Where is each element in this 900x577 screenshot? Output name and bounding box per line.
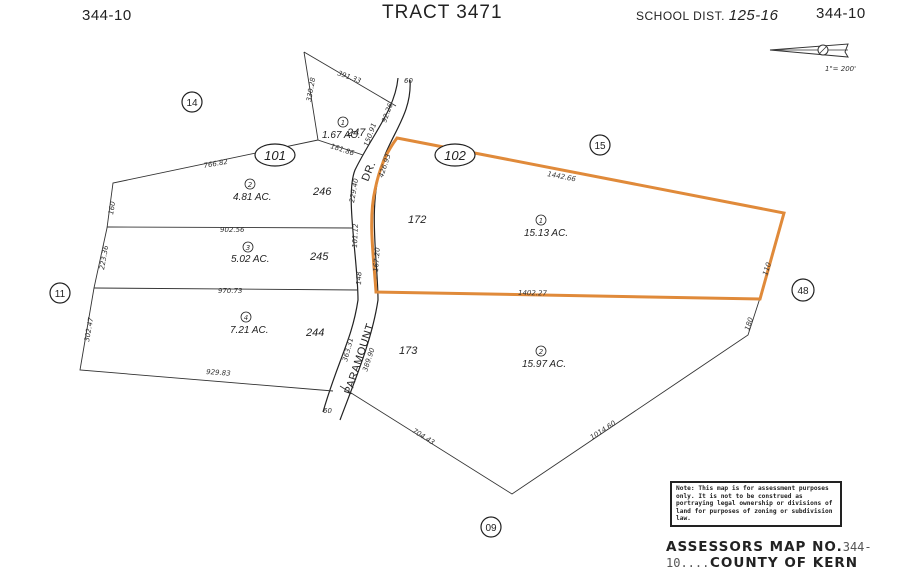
svg-text:14: 14 [186,98,198,109]
disclaimer-note: Note: This map is for assessment purpose… [670,481,842,527]
north-arrow-icon [769,43,849,58]
block-101-badge [254,143,296,167]
highlighted-parcel[interactable] [370,136,786,301]
svg-text:970.73: 970.73 [218,287,243,295]
svg-text:167.20: 167.20 [372,247,382,273]
map-ref-right: 344-10 [816,5,866,22]
parcel-102-2[interactable]: 2 15.97 AC. 173 [399,345,566,370]
svg-text:247: 247 [346,127,366,139]
svg-text:330.28: 330.28 [305,76,317,102]
school-dist-value: 125-16 [728,7,779,24]
svg-text:426.93: 426.93 [377,153,392,179]
adjacent-ref-48[interactable]: 48 [791,278,815,302]
svg-text:7.21 AC.: 7.21 AC. [230,325,269,336]
page-title: TRACT 3471 [382,2,503,23]
svg-text:110: 110 [761,261,773,277]
svg-text:223.36: 223.36 [98,244,110,270]
svg-text:102: 102 [444,148,466,163]
svg-text:15.97 AC.: 15.97 AC. [522,359,566,370]
svg-text:48: 48 [797,286,809,297]
svg-text:1: 1 [341,119,345,127]
svg-text:101.12: 101.12 [351,223,360,248]
svg-text:2: 2 [539,348,544,356]
parcel-101-3[interactable]: 3 5.02 AC. 245 [231,241,329,265]
svg-text:302.47: 302.47 [83,316,95,342]
svg-text:1402.27: 1402.27 [518,289,548,298]
svg-text:09: 09 [485,523,497,534]
svg-text:11: 11 [55,289,66,300]
street-edge-west [322,77,399,413]
parcel-101-1[interactable]: 1 1.67 AC. 247 [322,116,366,141]
svg-text:2: 2 [248,181,253,189]
svg-text:704.43: 704.43 [411,427,436,447]
street-suffix: DR. [360,160,379,183]
svg-text:148: 148 [355,271,363,285]
svg-text:244: 244 [305,327,324,339]
svg-text:902.56: 902.56 [220,226,245,234]
adjacent-ref-15[interactable]: 15 [589,134,611,156]
assessors-value: 344-10.... [666,540,872,570]
county-name: COUNTY OF KERN [710,555,859,571]
svg-text:245: 245 [309,251,329,263]
map-ref-left: 344-10 [82,7,132,24]
school-dist-label: SCHOOL DIST. [636,9,725,23]
parcel-102-1[interactable]: 1 15.13 AC. 172 [408,214,568,239]
svg-text:160: 160 [107,200,117,215]
svg-text:181.86: 181.86 [329,142,355,157]
svg-text:1: 1 [539,217,543,225]
svg-text:180: 180 [743,316,755,332]
svg-text:5.02 AC.: 5.02 AC. [231,254,270,265]
svg-text:4: 4 [244,314,248,322]
svg-text:3: 3 [246,244,250,252]
svg-text:4.81 AC.: 4.81 AC. [233,192,272,203]
parcel-101-4[interactable]: 4 7.21 AC. 244 [230,311,324,339]
svg-text:229.40: 229.40 [348,177,360,203]
street-width-north: 60 [404,77,413,85]
adjacent-ref-09[interactable]: 09 [480,516,502,538]
svg-text:246: 246 [312,186,332,198]
adjacent-ref-11[interactable]: 11 [49,282,71,304]
block-102-badge [434,143,476,167]
street-edge-east [339,79,411,421]
assessors-label: ASSESSORS MAP NO. [666,539,843,555]
svg-text:173: 173 [399,345,418,357]
svg-text:391.33: 391.33 [336,69,362,85]
scale-label: 1"= 200' [825,65,856,73]
svg-text:15.13 AC.: 15.13 AC. [524,228,568,239]
svg-text:92.26: 92.26 [380,102,395,124]
assessors-map-number: ASSESSORS MAP NO.344-10.... [666,539,900,571]
svg-text:1.67 AC.: 1.67 AC. [322,130,361,141]
adjacent-ref-14[interactable]: 14 [181,91,203,113]
svg-text:15: 15 [594,141,606,152]
svg-text:101: 101 [264,148,286,163]
street-width-south: 60 [323,407,332,415]
svg-text:929.83: 929.83 [206,368,231,378]
svg-text:766.82: 766.82 [203,158,229,170]
svg-text:1014.60: 1014.60 [589,419,618,442]
school-district: SCHOOL DIST. 125-16 [636,7,778,24]
parcel-101-2[interactable]: 2 4.81 AC. 246 [233,178,332,203]
svg-text:172: 172 [408,214,426,226]
